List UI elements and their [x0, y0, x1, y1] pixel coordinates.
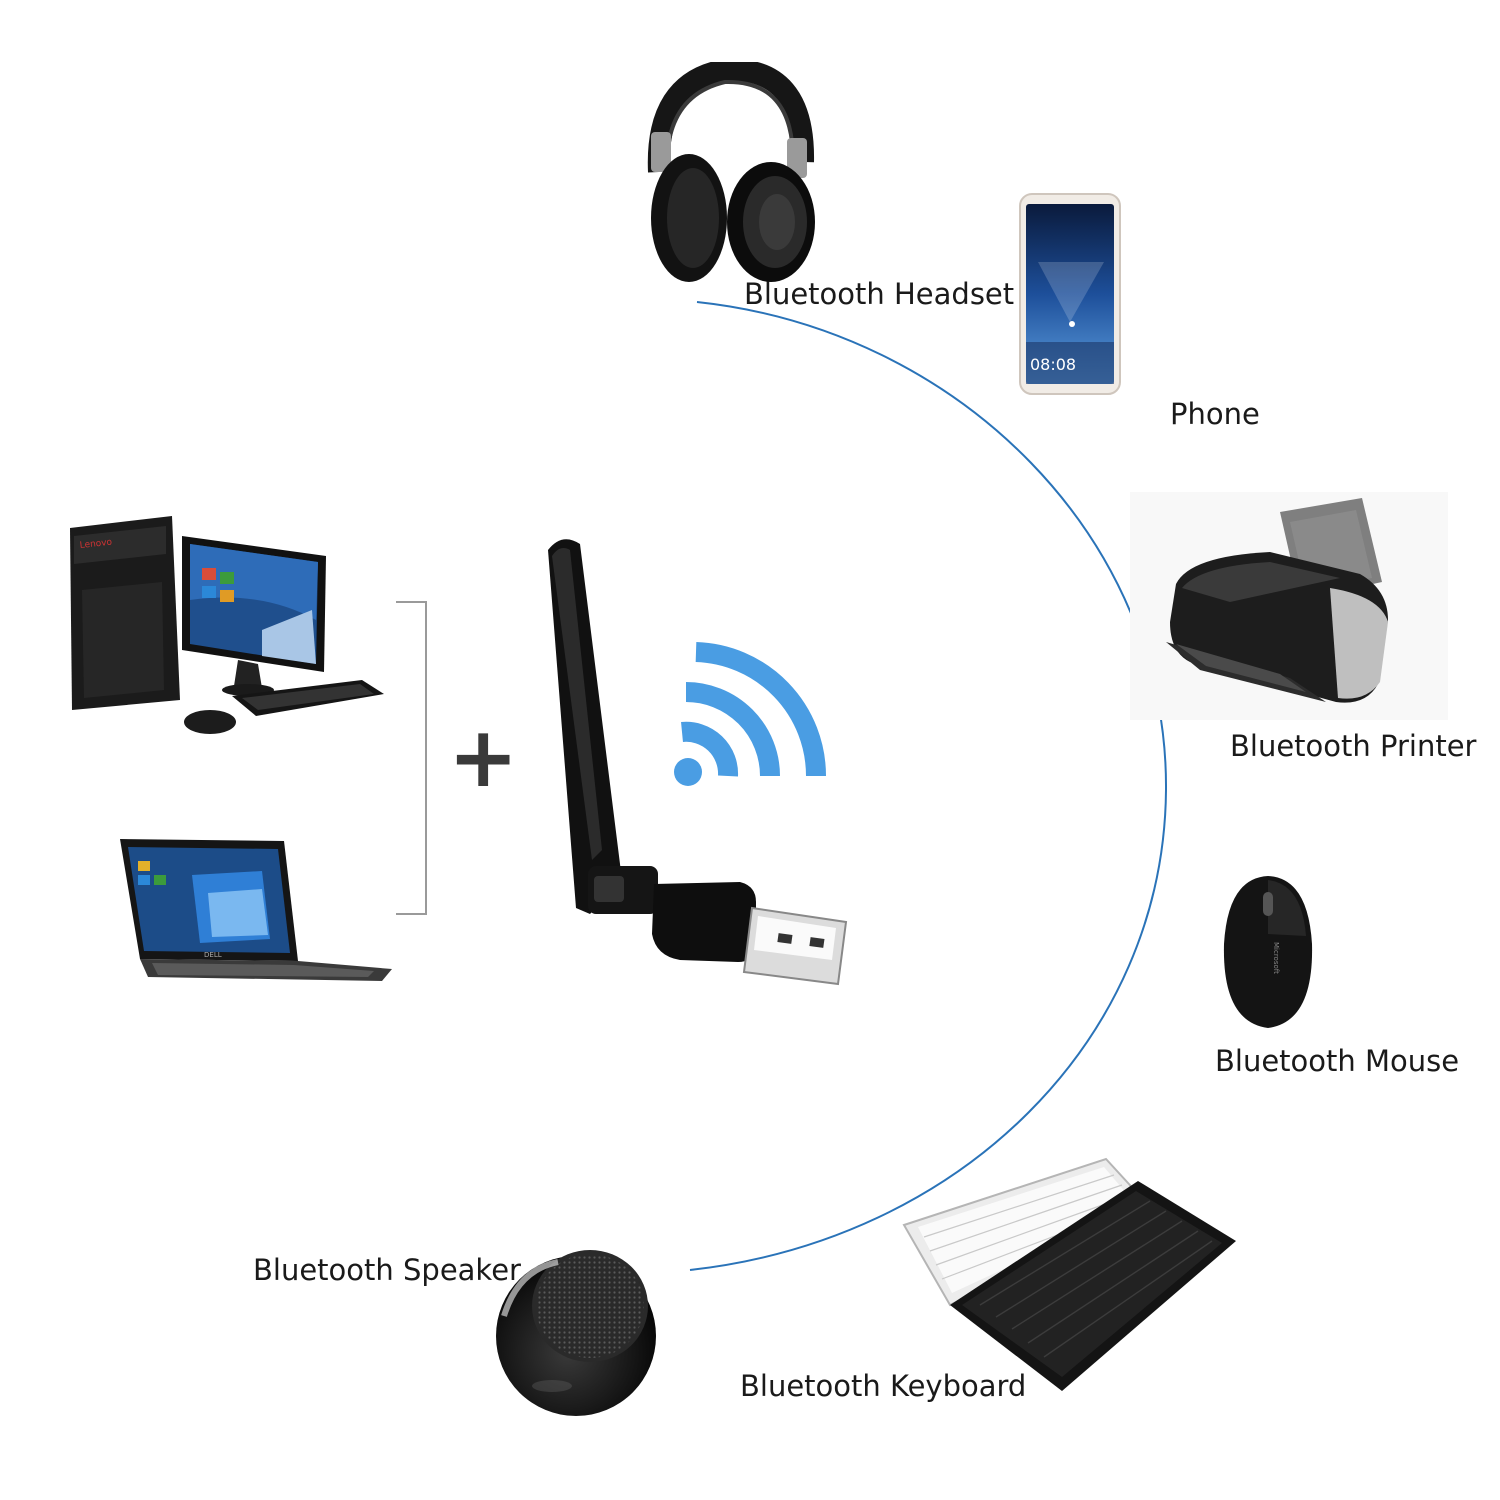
- label-bluetooth-keyboard: Bluetooth Keyboard: [740, 1369, 1027, 1403]
- label-bluetooth-mouse: Bluetooth Mouse: [1215, 1044, 1460, 1078]
- label-bluetooth-headset: Bluetooth Headset: [744, 277, 1015, 311]
- usb-bluetooth-adapter-icon: [548, 539, 848, 986]
- signal-waves-icon: [674, 642, 826, 786]
- speaker-icon: [496, 1250, 656, 1416]
- label-bluetooth-speaker: Bluetooth Speaker: [253, 1253, 521, 1287]
- printer-icon: [1130, 492, 1448, 720]
- mouse-icon: Microsoft: [1223, 876, 1313, 1028]
- label-phone: Phone: [1170, 397, 1260, 431]
- plus-sign: +: [448, 708, 519, 806]
- phone-icon: 08:08: [1019, 193, 1121, 395]
- keyboard-icon: [902, 1157, 1236, 1391]
- headset-icon: [647, 62, 815, 282]
- mouse-brand-logo: Microsoft: [1272, 942, 1280, 974]
- desktop-brand-logo: Lenovo: [79, 538, 113, 551]
- bracket: [396, 601, 427, 915]
- laptop-brand-logo: DELL: [204, 951, 222, 959]
- desktop-pc-icon: Lenovo: [70, 516, 384, 734]
- phone-clock: 08:08: [1030, 355, 1076, 374]
- label-bluetooth-printer: Bluetooth Printer: [1230, 729, 1477, 763]
- laptop-icon: DELL: [120, 839, 392, 981]
